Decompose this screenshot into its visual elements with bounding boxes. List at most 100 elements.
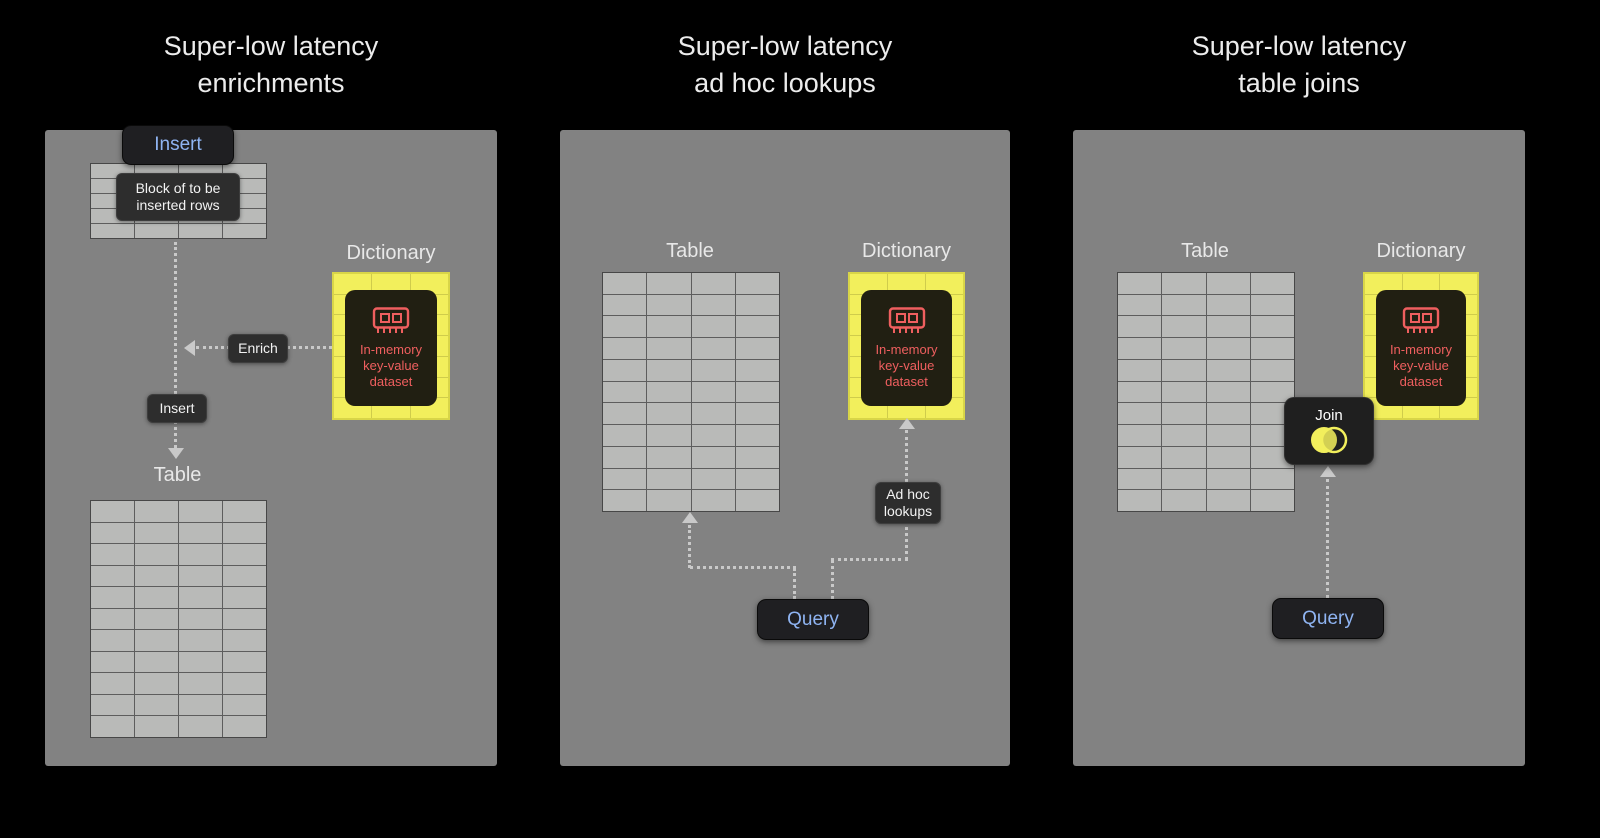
grid-cell [223, 522, 266, 544]
grid-cell [1250, 468, 1294, 490]
grid-cell [1118, 338, 1162, 359]
grid-cell [179, 501, 222, 522]
grid-cell [91, 630, 134, 651]
grid-cell [603, 359, 647, 381]
grid-cell [135, 522, 178, 544]
grid-cell [603, 490, 647, 511]
grid-cell [135, 501, 178, 522]
grid-cell [1162, 273, 1206, 294]
grid-cell [603, 294, 647, 316]
grid-cell [1162, 490, 1206, 511]
dictionary-inner-card: In-memory key-value dataset [861, 290, 952, 406]
grid-cell [135, 224, 178, 238]
grid-cell [223, 630, 266, 651]
grid-cell [691, 294, 735, 316]
grid-cell [1118, 490, 1162, 511]
grid-cell [179, 694, 222, 716]
grid-cell [603, 425, 647, 446]
grid-cell [179, 608, 222, 630]
grid-cell [691, 446, 735, 468]
grid-cell [179, 630, 222, 651]
venn-join-icon [1311, 426, 1348, 454]
dictionary-text: In-memory key-value dataset [1389, 342, 1453, 389]
grid-cell [1206, 316, 1250, 338]
grid-cell [91, 673, 134, 694]
grid-cell [1118, 468, 1162, 490]
grid-cell [691, 381, 735, 403]
insert-arrowhead-icon [168, 448, 184, 459]
enrich-arrowhead-icon [184, 340, 195, 356]
grid-cell [603, 403, 647, 425]
grid-cell [691, 468, 735, 490]
grid-cell [1250, 446, 1294, 468]
block-rows-label: Block of to be inserted rows [116, 173, 240, 221]
query-to-table-line [793, 568, 796, 599]
panel2-title: Super-low latency ad hoc lookups [677, 31, 893, 98]
grid-cell [735, 294, 779, 316]
grid-cell [1206, 490, 1250, 511]
query-button[interactable]: Query [757, 599, 869, 640]
grid-cell [647, 403, 691, 425]
query-button[interactable]: Query [1272, 598, 1384, 639]
grid-cell [1206, 403, 1250, 425]
grid-cell [647, 490, 691, 511]
grid-cell [135, 544, 178, 565]
grid-cell [179, 565, 222, 587]
join-label: Join [1315, 407, 1343, 424]
grid-cell [1206, 381, 1250, 403]
grid-cell [179, 224, 222, 238]
grid-cell [91, 501, 134, 522]
grid-cell [735, 359, 779, 381]
grid-cell [691, 490, 735, 511]
grid-cell [91, 651, 134, 673]
grid-cell [135, 608, 178, 630]
grid-cell [1440, 274, 1477, 294]
insert-arrow-line [174, 242, 177, 448]
grid-cell [1162, 338, 1206, 359]
grid-cell [691, 316, 735, 338]
grid-cell [1206, 273, 1250, 294]
grid-cell [1162, 446, 1206, 468]
grid-cell [223, 565, 266, 587]
memory-icon [372, 307, 410, 333]
grid-cell [1250, 273, 1294, 294]
grid-cell [691, 359, 735, 381]
dictionary-text: In-memory key-value dataset [359, 342, 423, 389]
grid-cell [223, 716, 266, 737]
query-to-table-line [688, 525, 691, 568]
grid-cell [135, 630, 178, 651]
grid-cell [1118, 446, 1162, 468]
grid-cell [135, 651, 178, 673]
grid-cell [735, 316, 779, 338]
grid-cell [691, 425, 735, 446]
insert-button[interactable]: Insert [122, 125, 234, 165]
grid-cell [850, 274, 887, 294]
grid-cell [179, 587, 222, 608]
grid-cell [888, 274, 925, 294]
grid-cell [223, 544, 266, 565]
grid-cell [926, 274, 963, 294]
grid-cell [735, 446, 779, 468]
grid-cell [1162, 316, 1206, 338]
query-to-dictionary-line [831, 560, 834, 599]
grid-cell [647, 294, 691, 316]
grid-cell [91, 224, 134, 238]
grid-cell [1250, 381, 1294, 403]
grid-cell [735, 490, 779, 511]
grid-cell [647, 468, 691, 490]
grid-cell [1402, 274, 1440, 294]
grid-cell [223, 501, 266, 522]
dictionary-box: In-memory key-value dataset [332, 272, 450, 420]
grid-cell [135, 565, 178, 587]
dictionary-label: Dictionary [346, 242, 436, 264]
grid-cell [1250, 425, 1294, 446]
grid-cell [1250, 403, 1294, 425]
grid-cell [135, 587, 178, 608]
grid-cell [334, 274, 372, 294]
dictionary-inner-card: In-memory key-value dataset [345, 290, 437, 406]
grid-cell [1162, 381, 1206, 403]
panel1-title: Super-low latency enrichments [163, 31, 379, 98]
grid-cell [1162, 294, 1206, 316]
grid-cell [647, 425, 691, 446]
